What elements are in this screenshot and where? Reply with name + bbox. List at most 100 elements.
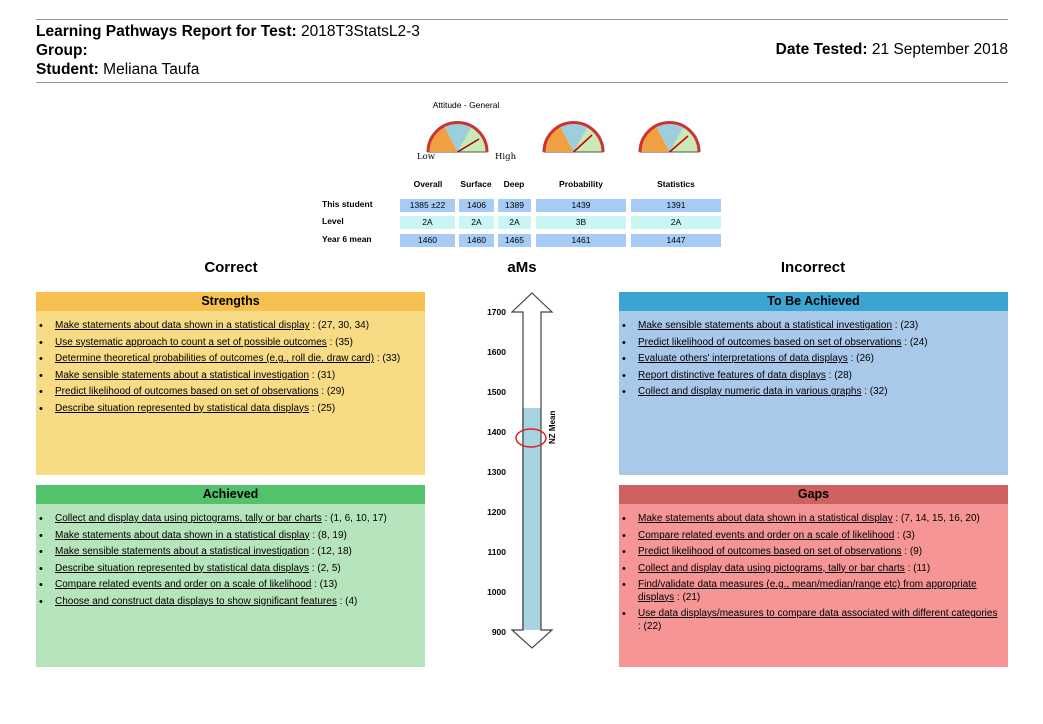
mean-cell: 1460 [400,234,455,247]
skill-link[interactable]: Compare related events and order on a sc… [55,579,312,590]
skill-link[interactable]: Use systematic approach to count a set o… [55,336,327,348]
mean-cell: 1447 [631,234,721,247]
strengths-list: Make statements about data shown in a st… [36,311,425,415]
skill-link[interactable]: Choose and construct data displays to sh… [55,595,337,607]
attitude-gauge-icon [426,121,489,153]
list-item: Describe situation represented by statis… [39,402,417,416]
test-name: 2018T3StatsL2-3 [300,23,420,40]
skill-link[interactable]: Predict likelihood of outcomes based on … [55,386,319,397]
nz-mean-fill [522,408,541,630]
list-item: Make statements about data shown in a st… [39,529,417,543]
list-item: Predict likelihood of outcomes based on … [39,386,417,399]
gaps-title: Gaps [619,485,1008,504]
date-tested: Date Tested: 21 September 2018 [776,41,1008,59]
header-bottom-rule [36,82,1008,83]
skill-link[interactable]: Predict likelihood of outcomes based on … [638,336,902,348]
question-refs: : (32) [861,386,888,397]
list-item: Make sensible statements about a statist… [39,369,417,383]
skill-link[interactable]: Collect and display numeric data in vari… [638,386,862,397]
row-level: Level [322,216,344,226]
skill-link[interactable]: Find/validate data measures (e.g., mean/… [638,579,977,603]
scale-tick: 1000 [487,587,506,597]
list-item: Predict likelihood of outcomes based on … [622,546,1000,559]
student-score-marker [515,428,547,448]
list-item: Make sensible statements about a statist… [622,320,1000,333]
list-item: Use systematic approach to count a set o… [39,336,417,350]
score-cell: 1439 [536,199,626,212]
skill-link[interactable]: Describe situation represented by statis… [55,562,310,574]
correct-heading: Correct [204,259,258,276]
gaps-body: Make statements about data shown in a st… [619,504,1008,667]
question-refs: : (27, 30, 34) [309,320,370,331]
scale-tick: 1100 [487,547,506,557]
question-refs: : (29) [318,386,345,397]
skill-link[interactable]: Collect and display data using pictogram… [638,562,905,574]
list-item: Describe situation represented by statis… [39,562,417,576]
skill-link[interactable]: Collect and display data using pictogram… [55,513,322,524]
question-refs: : (4) [336,595,358,607]
question-refs: : (2, 5) [309,562,341,574]
question-refs: : (31) [309,369,336,381]
question-refs: : (7, 14, 15, 16, 20) [892,513,980,524]
skill-link[interactable]: Determine theoretical probabilities of o… [55,353,375,364]
attitude-title: Attitude - General [432,100,500,110]
list-item: Compare related events and order on a sc… [622,529,1000,543]
achieved-body: Collect and display data using pictogram… [36,504,425,667]
question-refs: : (35) [326,336,353,348]
question-refs: : (3) [894,529,915,541]
skill-link[interactable]: Compare related events and order on a sc… [638,529,895,541]
skill-link[interactable]: Use data displays/measures to compare da… [638,608,998,619]
col-overall: Overall [413,179,443,189]
level-cell: 2A [498,216,531,229]
date-label: Date Tested: [775,41,868,58]
question-refs: : (1, 6, 10, 17) [321,513,387,524]
skill-link[interactable]: Make statements about data shown in a st… [55,320,310,331]
list-item: Make statements about data shown in a st… [622,513,1000,526]
skill-link[interactable]: Make sensible statements about a statist… [55,369,310,381]
scale-tick: 1500 [487,387,506,397]
gauge-low-label: Low [417,152,436,162]
question-refs: : (33) [374,353,401,364]
achieved-list: Collect and display data using pictogram… [36,504,425,608]
scale-tick: 1600 [487,347,506,357]
student-line: Student: Meliana Taufa [36,60,1008,79]
col-deep: Deep [503,179,525,189]
to-be-achieved-title: To Be Achieved [619,292,1008,311]
header-top-rule [36,19,1008,20]
scale-tick: 1700 [487,307,506,317]
list-item: Collect and display data using pictogram… [39,513,417,526]
score-cell: 1385 ±22 [400,199,455,212]
probability-gauge-icon [542,121,605,153]
question-refs: : (28) [825,369,853,381]
mean-cell: 1461 [536,234,626,247]
ams-heading: aMs [507,259,537,276]
strengths-panel: Strengths Make statements about data sho… [36,292,425,475]
strengths-body: Make statements about data shown in a st… [36,311,425,475]
list-item: Collect and display data using pictogram… [622,562,1000,576]
score-cell: 1389 [498,199,531,212]
list-item: Collect and display numeric data in vari… [622,386,1000,399]
skill-link[interactable]: Evaluate others' interpretations of data… [638,353,848,364]
question-refs: : (24) [901,336,928,348]
skill-link[interactable]: Make statements about data shown in a st… [55,529,310,541]
skill-link[interactable]: Make sensible statements about a statist… [638,320,893,331]
skill-link[interactable]: Predict likelihood of outcomes based on … [638,546,902,557]
list-item: Evaluate others' interpretations of data… [622,353,1000,366]
skill-link[interactable]: Make sensible statements about a statist… [55,546,310,557]
scale-tick: 900 [491,627,506,637]
statistics-gauge-icon [638,121,701,153]
incorrect-heading: Incorrect [780,259,846,276]
question-refs: : (12, 18) [309,546,352,557]
row-year6-mean: Year 6 mean [322,234,372,244]
mean-cell: 1460 [459,234,494,247]
question-refs: : (8, 19) [309,529,347,541]
skill-link[interactable]: Make statements about data shown in a st… [638,513,893,524]
skill-link[interactable]: Report distinctive features of data disp… [638,369,826,381]
list-item: Use data displays/measures to compare da… [622,608,1000,633]
group-label: Group: [36,42,88,59]
skill-link[interactable]: Describe situation represented by statis… [55,402,310,414]
col-surface: Surface [460,179,492,189]
question-refs: : (26) [847,353,874,364]
score-cell: 1406 [459,199,494,212]
title-label: Learning Pathways Report for Test: [36,23,297,40]
